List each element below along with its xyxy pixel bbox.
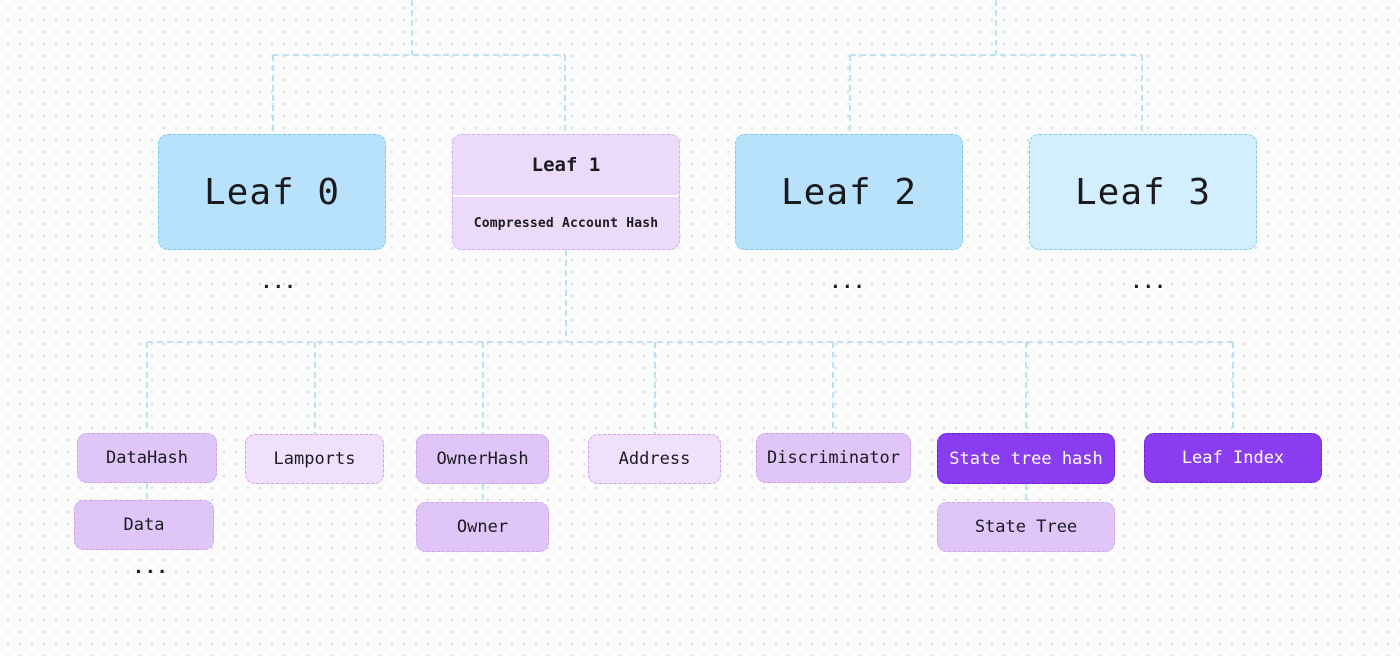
leaf-index-node: Leaf Index — [1144, 433, 1322, 483]
state-tree-hash-label: State tree hash — [949, 448, 1103, 469]
connector-leaf1-bus — [147, 250, 1233, 343]
data-node: Data — [74, 500, 214, 550]
connector-field-drops — [146, 342, 1234, 434]
leaf-3-node: Leaf 3 — [1029, 134, 1257, 250]
leaf-0-ellipsis: ... — [261, 272, 297, 293]
leaf-2-label: Leaf 2 — [780, 171, 918, 213]
lamports-label: Lamports — [273, 449, 356, 469]
owner-node: Owner — [416, 502, 549, 552]
leaf-0-node: Leaf 0 — [158, 134, 386, 250]
state-tree-hash-node: State tree hash — [937, 433, 1115, 484]
data-ellipsis: ... — [133, 557, 169, 578]
state-tree-label: State Tree — [974, 517, 1078, 537]
connector-parent-left — [272, 0, 566, 134]
connector-parent-right — [849, 0, 1143, 134]
leaf-1-subtitle: Compressed Account Hash — [473, 215, 659, 231]
datahash-node: DataHash — [77, 433, 217, 483]
leaf-1-title: Leaf 1 — [453, 135, 679, 197]
ownerhash-node: OwnerHash — [416, 434, 549, 484]
ownerhash-label: OwnerHash — [436, 449, 529, 469]
datahash-label: DataHash — [106, 448, 188, 468]
leaf-3-label: Leaf 3 — [1074, 171, 1212, 213]
leaf-1-node: Leaf 1 Compressed Account Hash — [452, 134, 680, 250]
leaf-2-node: Leaf 2 — [735, 134, 963, 250]
leaf-3-ellipsis: ... — [1131, 272, 1167, 293]
lamports-node: Lamports — [245, 434, 384, 484]
connector-subfields — [146, 483, 1027, 502]
discriminator-label: Discriminator — [766, 448, 901, 468]
leaf-index-label: Leaf Index — [1181, 448, 1285, 468]
discriminator-node: Discriminator — [756, 433, 911, 483]
owner-label: Owner — [456, 517, 509, 537]
address-label: Address — [618, 449, 691, 469]
address-node: Address — [588, 434, 721, 484]
leaf-2-ellipsis: ... — [830, 272, 866, 293]
leaf-0-label: Leaf 0 — [203, 171, 341, 213]
state-tree-node: State Tree — [937, 502, 1115, 552]
data-label: Data — [123, 515, 165, 535]
